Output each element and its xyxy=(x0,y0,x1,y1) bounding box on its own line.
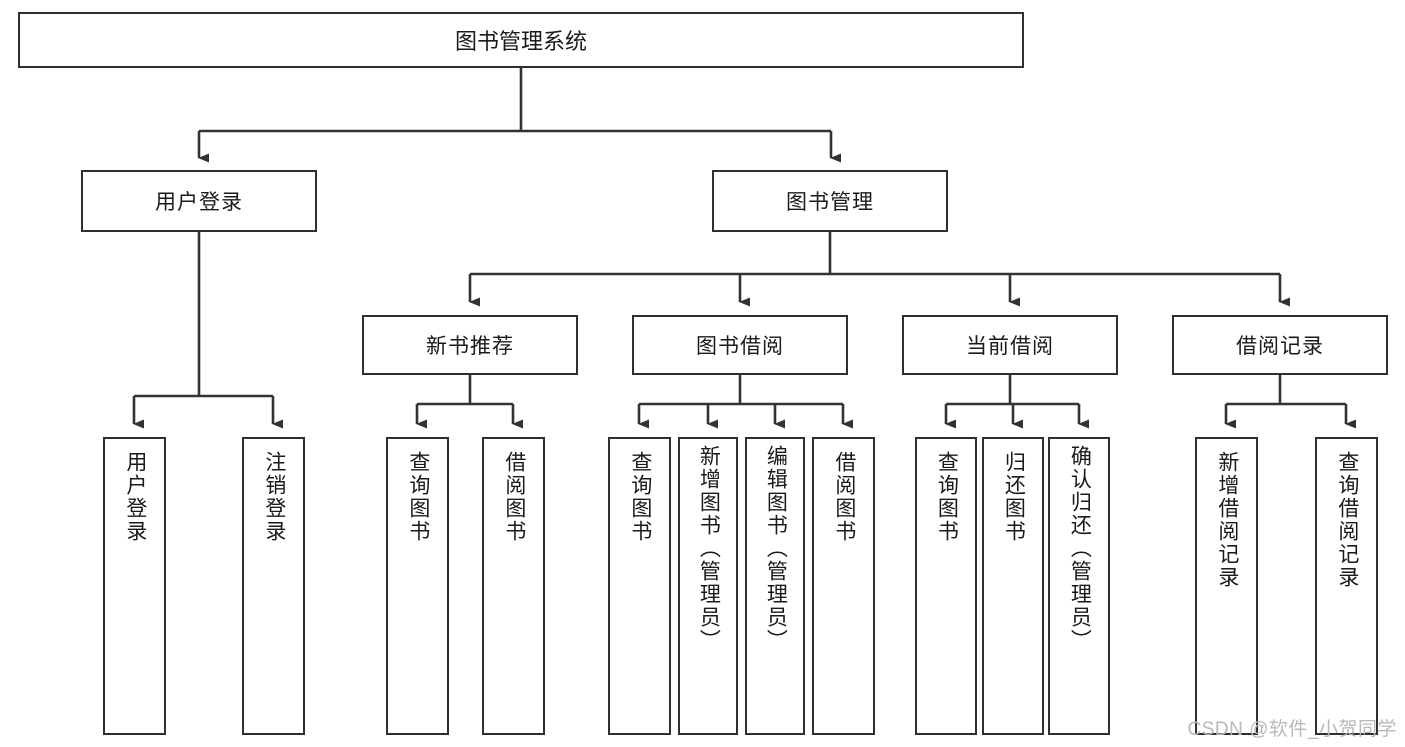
node-book-borrow[interactable]: 图书借阅 xyxy=(632,315,848,375)
node-leaf-confirm-return-admin[interactable]: 确认归还（管理员） xyxy=(1048,437,1110,735)
node-leaf-borrow-book-1-label: 借阅图书 xyxy=(502,451,526,543)
node-leaf-query-book-1-label: 查询图书 xyxy=(406,451,430,543)
node-leaf-query-book-3-label: 查询图书 xyxy=(935,451,959,543)
node-leaf-query-book-3[interactable]: 查询图书 xyxy=(915,437,977,735)
node-leaf-query-book-2-label: 查询图书 xyxy=(628,451,652,543)
node-leaf-edit-book-admin-label: 编辑图书（管理员） xyxy=(764,445,788,652)
node-leaf-logout-login[interactable]: 注销登录 xyxy=(242,437,305,735)
node-leaf-user-login[interactable]: 用户登录 xyxy=(103,437,166,735)
node-user-login-label: 用户登录 xyxy=(155,191,243,214)
node-new-book-recommend[interactable]: 新书推荐 xyxy=(362,315,578,375)
node-leaf-return-book-label: 归还图书 xyxy=(1002,451,1026,543)
node-borrow-record[interactable]: 借阅记录 xyxy=(1172,315,1388,375)
node-leaf-query-book-2[interactable]: 查询图书 xyxy=(608,437,671,735)
node-leaf-add-book-admin[interactable]: 新增图书（管理员） xyxy=(678,437,738,735)
node-borrow-record-label: 借阅记录 xyxy=(1236,335,1324,358)
node-leaf-return-book[interactable]: 归还图书 xyxy=(982,437,1044,735)
node-new-book-recommend-label: 新书推荐 xyxy=(426,335,514,358)
node-leaf-borrow-book-2-label: 借阅图书 xyxy=(832,451,856,543)
node-user-login[interactable]: 用户登录 xyxy=(81,170,317,232)
node-leaf-confirm-return-admin-label: 确认归还（管理员） xyxy=(1068,445,1092,652)
node-root-label: 图书管理系统 xyxy=(454,29,587,54)
node-leaf-query-book-1[interactable]: 查询图书 xyxy=(386,437,449,735)
node-current-borrow-label: 当前借阅 xyxy=(966,335,1054,358)
node-leaf-add-borrow-record[interactable]: 新增借阅记录 xyxy=(1195,437,1258,735)
node-leaf-borrow-book-2[interactable]: 借阅图书 xyxy=(812,437,875,735)
node-root-system[interactable]: 图书管理系统 xyxy=(18,12,1024,68)
node-book-borrow-label: 图书借阅 xyxy=(696,335,784,358)
node-current-borrow[interactable]: 当前借阅 xyxy=(902,315,1118,375)
node-leaf-query-borrow-record[interactable]: 查询借阅记录 xyxy=(1315,437,1378,735)
node-leaf-borrow-book-1[interactable]: 借阅图书 xyxy=(482,437,545,735)
node-book-manage-label: 图书管理 xyxy=(786,191,874,214)
node-leaf-query-borrow-record-label: 查询借阅记录 xyxy=(1335,451,1359,589)
node-book-manage[interactable]: 图书管理 xyxy=(712,170,948,232)
node-leaf-add-borrow-record-label: 新增借阅记录 xyxy=(1215,451,1239,589)
node-leaf-add-book-admin-label: 新增图书（管理员） xyxy=(697,445,721,652)
node-leaf-user-login-label: 用户登录 xyxy=(123,451,147,543)
csdn-watermark: CSDN @软件_小贺同学 xyxy=(1187,719,1397,740)
node-leaf-edit-book-admin[interactable]: 编辑图书（管理员） xyxy=(745,437,805,735)
node-leaf-logout-login-label: 注销登录 xyxy=(262,451,286,543)
